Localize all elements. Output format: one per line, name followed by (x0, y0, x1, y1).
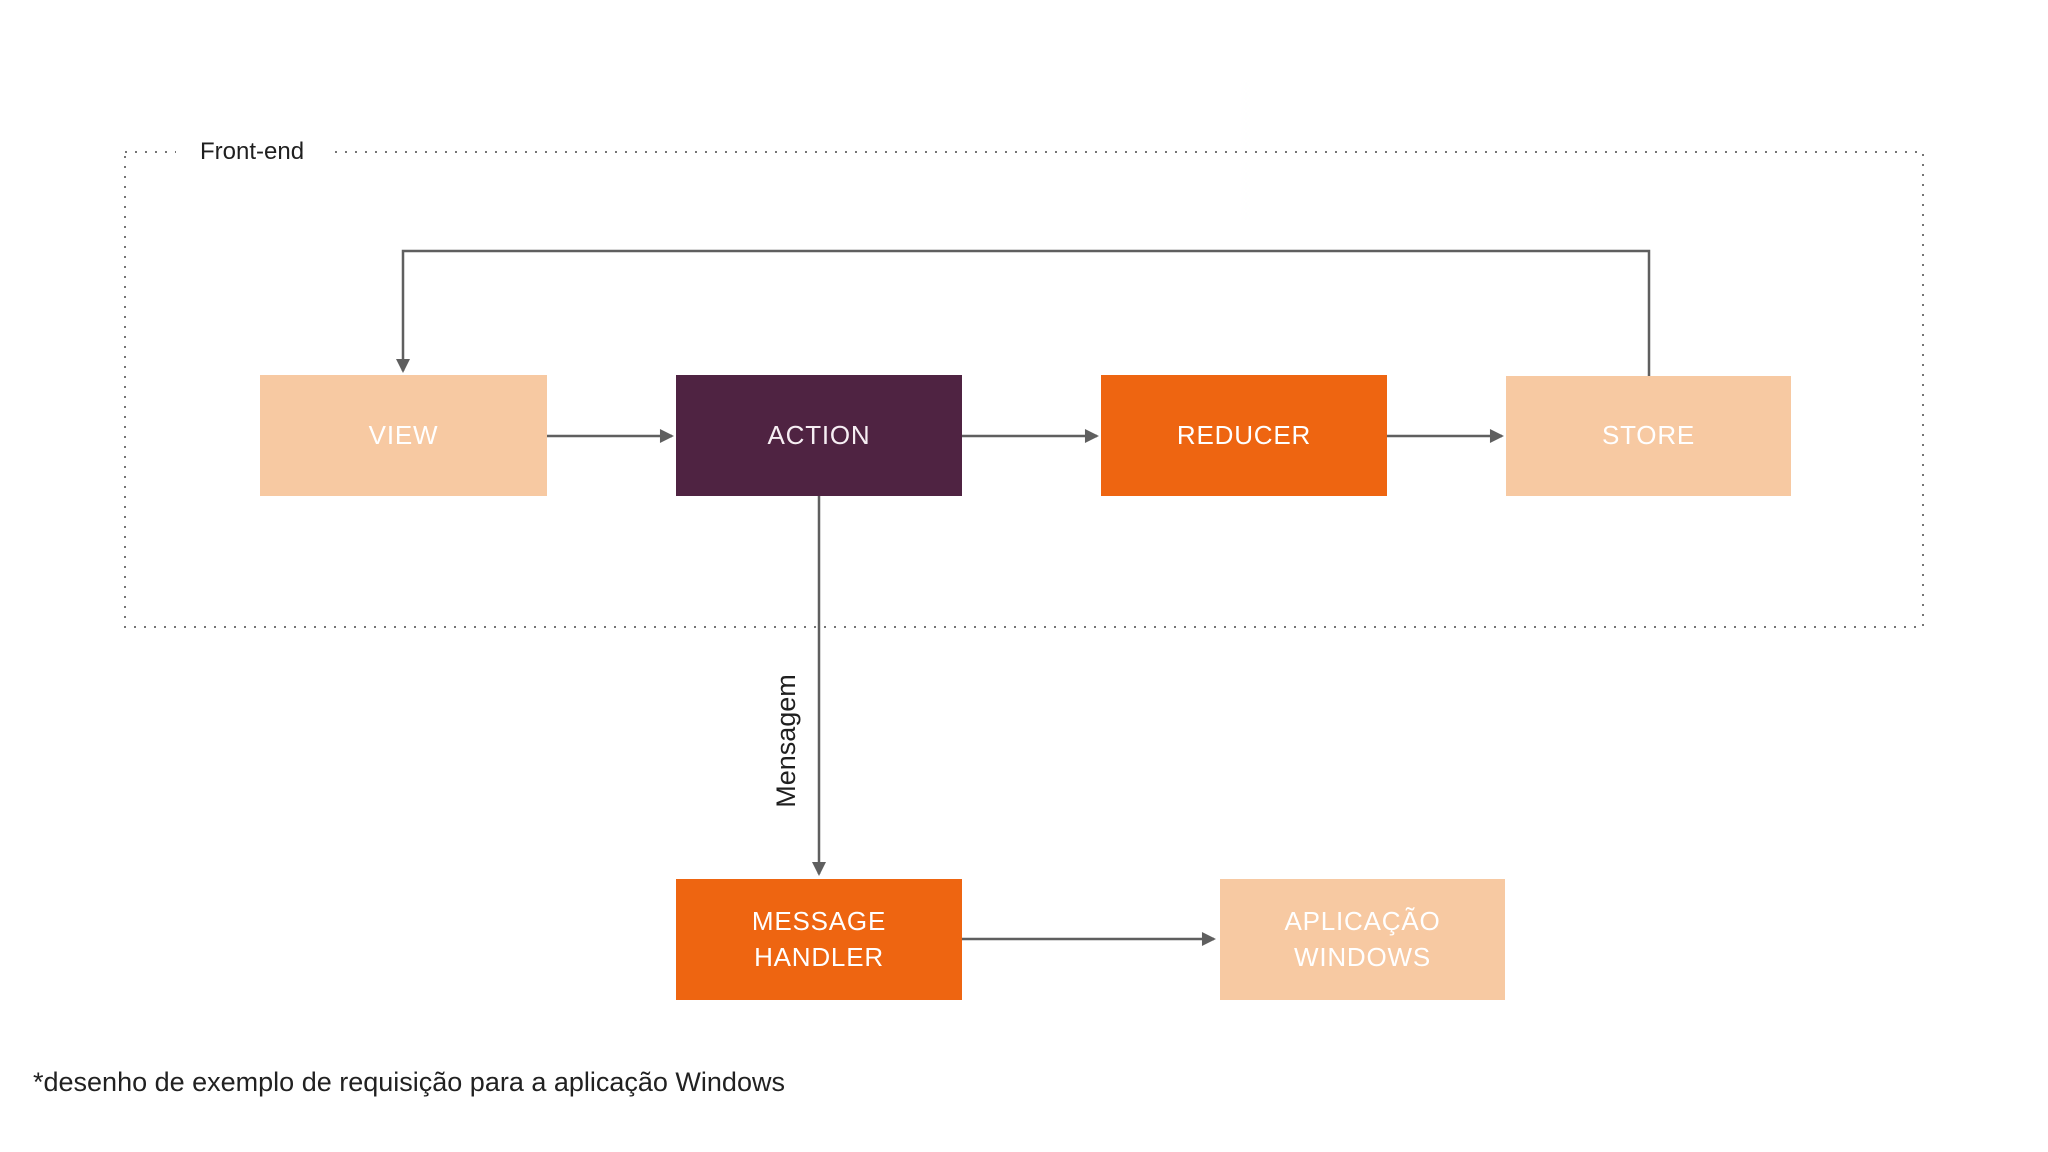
edge-store-to-view (396, 249, 1651, 376)
node-reducer: REDUCER (1101, 375, 1387, 496)
node-message-handler: MESSAGE HANDLER (676, 879, 962, 1000)
footnote: *desenho de exemplo de requisição para a… (33, 1067, 785, 1097)
edge-label-mensagem: Mensagem (771, 674, 801, 808)
node-view: VIEW (260, 375, 547, 496)
node-store: STORE (1506, 376, 1791, 496)
node-action: ACTION (676, 375, 962, 496)
frontend-group-border (124, 151, 1924, 628)
node-windows-app: APLICAÇÃO WINDOWS (1220, 879, 1505, 1000)
frontend-group-label: Front-end (176, 134, 329, 170)
